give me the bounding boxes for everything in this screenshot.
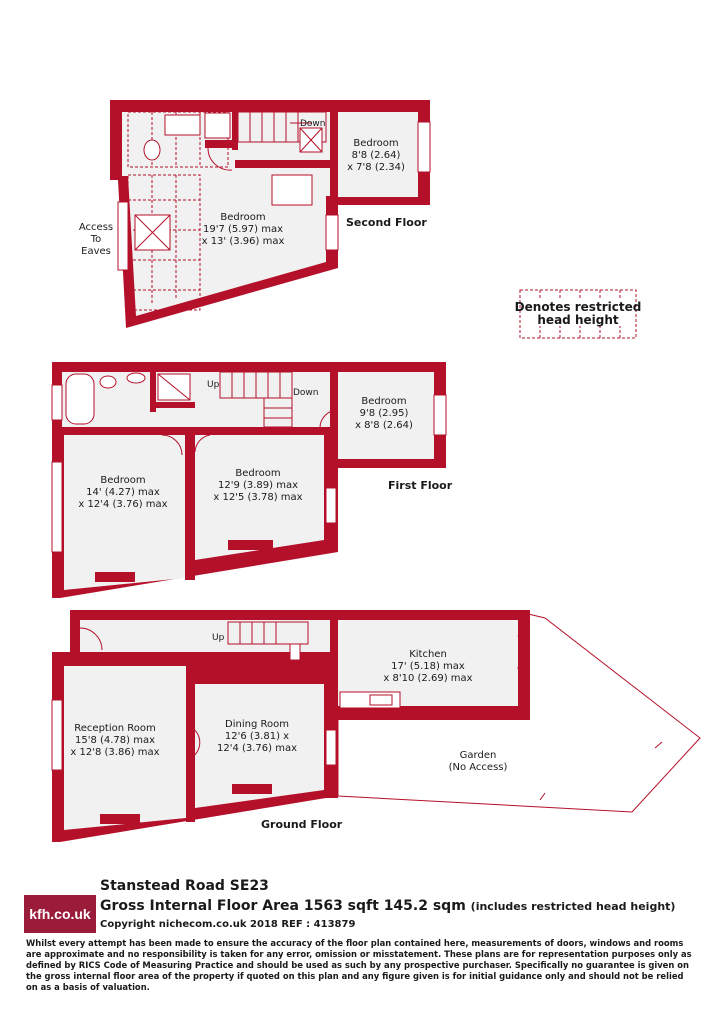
- access-eaves-label: Eaves: [81, 246, 111, 257]
- kitchen-dim2: x 8'10 (2.69) max: [383, 673, 472, 684]
- stairs-icon: [237, 111, 327, 143]
- second-floor-small-bedroom-area: [338, 112, 418, 197]
- stairs-up-label: Up: [207, 380, 220, 390]
- bedroom-label: Bedroom: [100, 475, 145, 486]
- floor-title: First Floor: [388, 479, 453, 492]
- floor-plan: Down Bedroom 19'7 (5.97) max x 13' (3.96…: [51, 100, 701, 842]
- disclaimer: Whilst every attempt has been made to en…: [26, 938, 692, 992]
- legend: Denotes restricted head height: [515, 289, 642, 339]
- basin-icon: [164, 114, 201, 136]
- door-swing-icon: [207, 147, 233, 171]
- reception-dim2: x 12'8 (3.86) max: [70, 747, 159, 758]
- stairs-icon: [227, 621, 309, 645]
- window-icon: [51, 461, 63, 553]
- door-swing-icon: [194, 434, 211, 453]
- window-icon: [325, 729, 337, 766]
- bedroom-dim2: x 12'5 (3.78) max: [213, 492, 302, 503]
- window-icon: [325, 214, 339, 251]
- dining-label: Dining Room: [225, 719, 289, 730]
- door-swing-icon: [161, 434, 183, 456]
- door-swing-icon: [79, 627, 103, 651]
- area-value: Gross Internal Floor Area 1563 sqft 145.…: [100, 898, 466, 914]
- bedroom-dim2: x 7'8 (2.34): [347, 162, 405, 173]
- bedroom-dim1: 8'8 (2.64): [352, 150, 401, 161]
- bedroom-dim1: 9'8 (2.95): [360, 408, 409, 419]
- stairs-down-label: Down: [293, 388, 319, 398]
- property-address: Stanstead Road SE23: [100, 878, 269, 894]
- dining-dim2: 12'4 (3.76) max: [217, 743, 297, 754]
- reception-dim1: 15'8 (4.78) max: [75, 735, 155, 746]
- toilet-icon: [99, 375, 117, 389]
- second-floor-plan: Down Bedroom 19'7 (5.97) max x 13' (3.96…: [79, 100, 431, 328]
- stairs-icon: [219, 371, 293, 428]
- window-icon: [433, 394, 447, 436]
- ground-floor-plan: Up Kitchen 17' (5.18) max x 8'10 (2.69) …: [51, 610, 701, 842]
- bedroom-label: Bedroom: [361, 396, 406, 407]
- cupboard-icon: [289, 643, 301, 661]
- toilet-icon: [143, 139, 161, 161]
- shower-icon: [204, 112, 231, 139]
- window-icon: [51, 384, 63, 421]
- bedroom-label: Bedroom: [235, 468, 280, 479]
- window-icon: [51, 699, 63, 771]
- floor-title: Ground Floor: [261, 818, 343, 831]
- dining-dim1: 12'6 (3.81) x: [225, 731, 289, 742]
- bedroom-dim1: 12'9 (3.89) max: [218, 480, 298, 491]
- floor-title: Second Floor: [346, 216, 427, 229]
- gross-internal-area: Gross Internal Floor Area 1563 sqft 145.…: [100, 898, 675, 914]
- bedroom-label: Bedroom: [353, 138, 398, 149]
- stairs-up-label: Up: [212, 633, 225, 643]
- legend-label: Denotes restricted: [515, 300, 642, 314]
- eaves-door: [117, 201, 129, 271]
- sink-icon: [369, 694, 393, 706]
- copyright: Copyright nichecom.co.uk 2018 REF : 4138…: [100, 919, 356, 930]
- access-eaves-label: To: [90, 234, 102, 245]
- window-icon: [325, 487, 337, 524]
- first-floor-small-bedroom-area: [338, 372, 434, 459]
- access-eaves-label: Access: [79, 222, 113, 233]
- bedroom-dim1: 19'7 (5.97) max: [203, 224, 283, 235]
- area-note: (includes restricted head height): [470, 900, 676, 913]
- bedroom-dim2: x 8'8 (2.64): [355, 420, 413, 431]
- door-swing-icon: [319, 409, 339, 429]
- kfh-logo: kfh.co.uk: [24, 895, 96, 933]
- garden-note: (No Access): [449, 762, 508, 773]
- bedroom-dim2: x 13' (3.96) max: [202, 236, 285, 247]
- reception-label: Reception Room: [74, 723, 155, 734]
- bedroom-dim2: x 12'4 (3.76) max: [78, 499, 167, 510]
- kitchen-label: Kitchen: [409, 649, 447, 660]
- first-floor-plan: Up Down Bedroom 9'8 (2.95) x 8'8 (2.64) …: [51, 362, 453, 598]
- bedroom-label: Bedroom: [220, 212, 265, 223]
- stairs-down-label: Down: [300, 119, 326, 129]
- legend-label: head height: [537, 313, 618, 327]
- first-floor-mid-bedroom-area: [195, 435, 324, 560]
- garden-label: Garden: [460, 750, 497, 761]
- cupboard-icon: [271, 174, 313, 206]
- first-floor-left-bedroom-area: [64, 435, 185, 590]
- window-icon: [417, 121, 431, 173]
- bath-icon: [65, 373, 95, 425]
- reception-room-area: [64, 666, 186, 830]
- basin-icon: [126, 372, 146, 384]
- folding-door-icon: [517, 634, 525, 686]
- bedroom-dim1: 14' (4.27) max: [86, 487, 160, 498]
- dining-room-area: [195, 684, 324, 808]
- kitchen-dim1: 17' (5.18) max: [391, 661, 465, 672]
- door-swing-icon: [185, 724, 201, 761]
